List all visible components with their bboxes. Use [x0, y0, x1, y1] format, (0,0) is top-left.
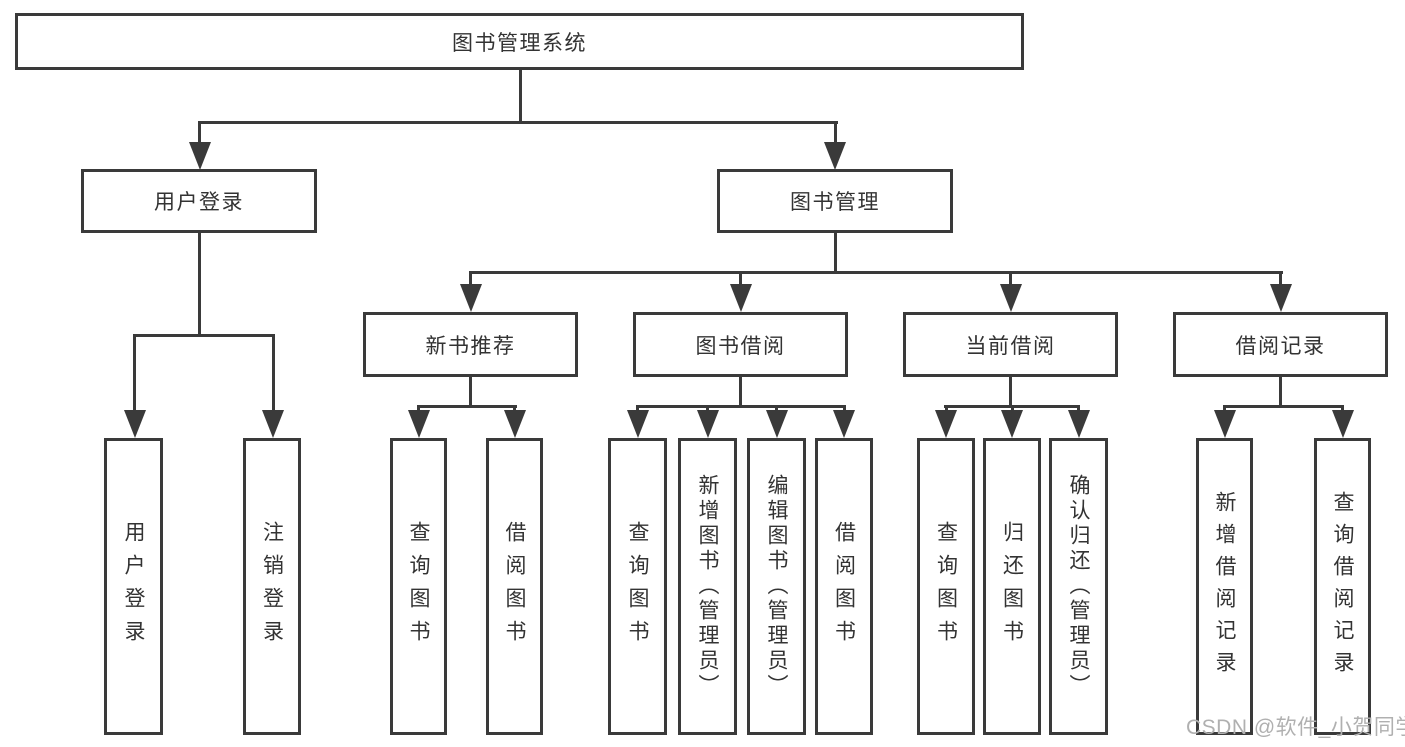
connector: [834, 233, 837, 274]
connector: [1009, 271, 1012, 287]
node-label: 借阅图书: [503, 520, 526, 653]
connector: [198, 233, 201, 336]
leaf-borrow-books: 借阅图书: [486, 438, 543, 735]
node-current-borrowing: 当前借阅: [903, 312, 1118, 377]
arrowhead-icon: [262, 410, 284, 438]
node-label: 确认归还（管理员）: [1067, 474, 1090, 699]
arrowhead-icon: [1332, 410, 1354, 438]
node-borrow-records: 借阅记录: [1173, 312, 1388, 377]
connector: [775, 405, 778, 413]
leaf-borrow-books: 借阅图书: [815, 438, 873, 735]
node-label: 借阅图书: [832, 520, 856, 653]
leaf-logout: 注销登录: [243, 438, 301, 735]
connector: [513, 405, 516, 413]
node-label: 查询借阅记录: [1331, 490, 1354, 683]
arrowhead-icon: [1068, 410, 1090, 438]
leaf-return-book: 归还图书: [983, 438, 1041, 735]
node-book-management: 图书管理: [717, 169, 953, 233]
connector: [272, 334, 275, 412]
node-book-borrowing: 图书借阅: [633, 312, 848, 377]
leaf-add-book-admin: 新增图书（管理员）: [678, 438, 737, 735]
node-label: 当前借阅: [965, 334, 1056, 358]
connector: [469, 271, 472, 287]
leaf-query-books: 查询图书: [917, 438, 975, 735]
leaf-query-books: 查询图书: [390, 438, 447, 735]
node-label: 查询图书: [934, 520, 958, 653]
node-label: 新书推荐: [425, 334, 516, 358]
node-library-system: 图书管理系统: [15, 13, 1024, 70]
connector: [469, 377, 472, 408]
arrowhead-icon: [1001, 410, 1023, 438]
csdn-watermark: CSDN @软件_小贺同学: [1186, 716, 1405, 739]
arrowhead-icon: [1000, 284, 1022, 312]
leaf-add-borrow-record: 新增借阅记录: [1196, 438, 1253, 735]
node-label: 用户登录: [122, 520, 145, 653]
arrowhead-icon: [460, 284, 482, 312]
arrowhead-icon: [833, 410, 855, 438]
connector: [636, 405, 846, 408]
connector: [1011, 405, 1014, 413]
connector: [1341, 405, 1344, 413]
connector: [636, 405, 639, 413]
connector: [1009, 377, 1012, 408]
leaf-confirm-return-admin: 确认归还（管理员）: [1049, 438, 1108, 735]
node-label: 图书管理: [790, 191, 880, 214]
node-new-book-recommend: 新书推荐: [363, 312, 578, 377]
arrowhead-icon: [627, 410, 649, 438]
leaf-user-login: 用户登录: [104, 438, 163, 735]
leaf-edit-book-admin: 编辑图书（管理员）: [747, 438, 806, 735]
connector: [834, 121, 837, 145]
connector: [133, 334, 136, 412]
arrowhead-icon: [1270, 284, 1292, 312]
node-label: 新增借阅记录: [1213, 490, 1236, 683]
arrowhead-icon: [730, 284, 752, 312]
arrowhead-icon: [935, 410, 957, 438]
connector: [417, 405, 420, 413]
arrowhead-icon: [824, 142, 846, 170]
arrowhead-icon: [697, 410, 719, 438]
connector: [1223, 405, 1344, 408]
leaf-query-borrow-record: 查询借阅记录: [1314, 438, 1371, 735]
node-label: 用户登录: [154, 191, 244, 214]
connector: [198, 121, 838, 124]
connector: [739, 377, 742, 408]
connector: [1279, 271, 1282, 287]
node-label: 查询图书: [626, 520, 649, 653]
node-user-login: 用户登录: [81, 169, 317, 233]
node-label: 图书管理系统: [452, 31, 587, 55]
arrowhead-icon: [408, 410, 430, 438]
connector: [739, 271, 742, 287]
leaf-query-books: 查询图书: [608, 438, 667, 735]
arrowhead-icon: [124, 410, 146, 438]
node-label: 新增图书（管理员）: [696, 474, 719, 699]
connector: [1077, 405, 1080, 413]
arrowhead-icon: [766, 410, 788, 438]
connector: [1279, 377, 1282, 408]
node-label: 注销登录: [260, 520, 284, 653]
connector: [133, 334, 275, 337]
node-label: 图书借阅: [695, 334, 786, 358]
connector: [519, 70, 522, 123]
node-label: 查询图书: [407, 520, 430, 653]
node-label: 归还图书: [1000, 520, 1024, 653]
connector: [198, 121, 201, 145]
connector: [706, 405, 709, 413]
arrowhead-icon: [189, 142, 211, 170]
connector: [843, 405, 846, 413]
connector: [469, 271, 1283, 274]
node-label: 借阅记录: [1235, 334, 1326, 358]
arrowhead-icon: [504, 410, 526, 438]
node-label: 编辑图书（管理员）: [765, 474, 788, 699]
connector: [1223, 405, 1226, 413]
arrowhead-icon: [1214, 410, 1236, 438]
connector: [945, 405, 948, 413]
connector: [417, 405, 517, 408]
